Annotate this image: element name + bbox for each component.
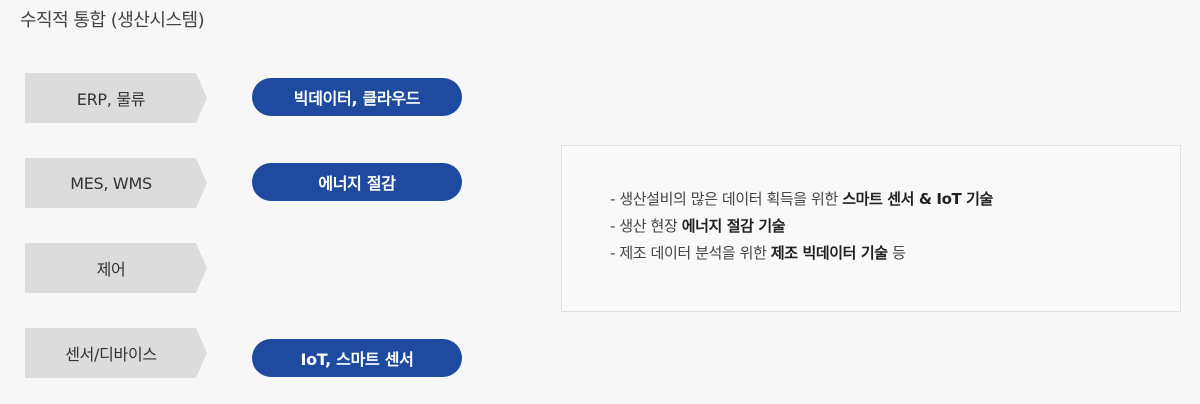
layer-sensor-device: 센서/디바이스: [25, 328, 207, 378]
detail-item: - 제조 데이터 분석을 위한 제조 빅데이터 기술 등: [610, 244, 906, 262]
page-title: 수직적 통합 (생산시스템): [20, 10, 205, 31]
details-list: - 생산설비의 많은 데이터 획득을 위한 스마트 센서 & IoT 기술 - …: [610, 186, 993, 267]
layer-mes-wms: MES, WMS: [25, 158, 207, 208]
tech-pill-iot-smart-sensor: IoT, 스마트 센서: [252, 339, 462, 377]
layer-erp-logistics: ERP, 물류: [25, 73, 207, 123]
details-box: - 생산설비의 많은 데이터 획득을 위한 스마트 센서 & IoT 기술 - …: [561, 145, 1181, 312]
tech-pill-bigdata-cloud: 빅데이터, 클라우드: [252, 78, 462, 116]
tech-pill-energy-saving: 에너지 절감: [252, 163, 462, 201]
detail-item: - 생산설비의 많은 데이터 획득을 위한 스마트 센서 & IoT 기술: [610, 190, 993, 208]
detail-item: - 생산 현장 에너지 절감 기술: [610, 217, 786, 235]
layer-control: 제어: [25, 243, 207, 293]
